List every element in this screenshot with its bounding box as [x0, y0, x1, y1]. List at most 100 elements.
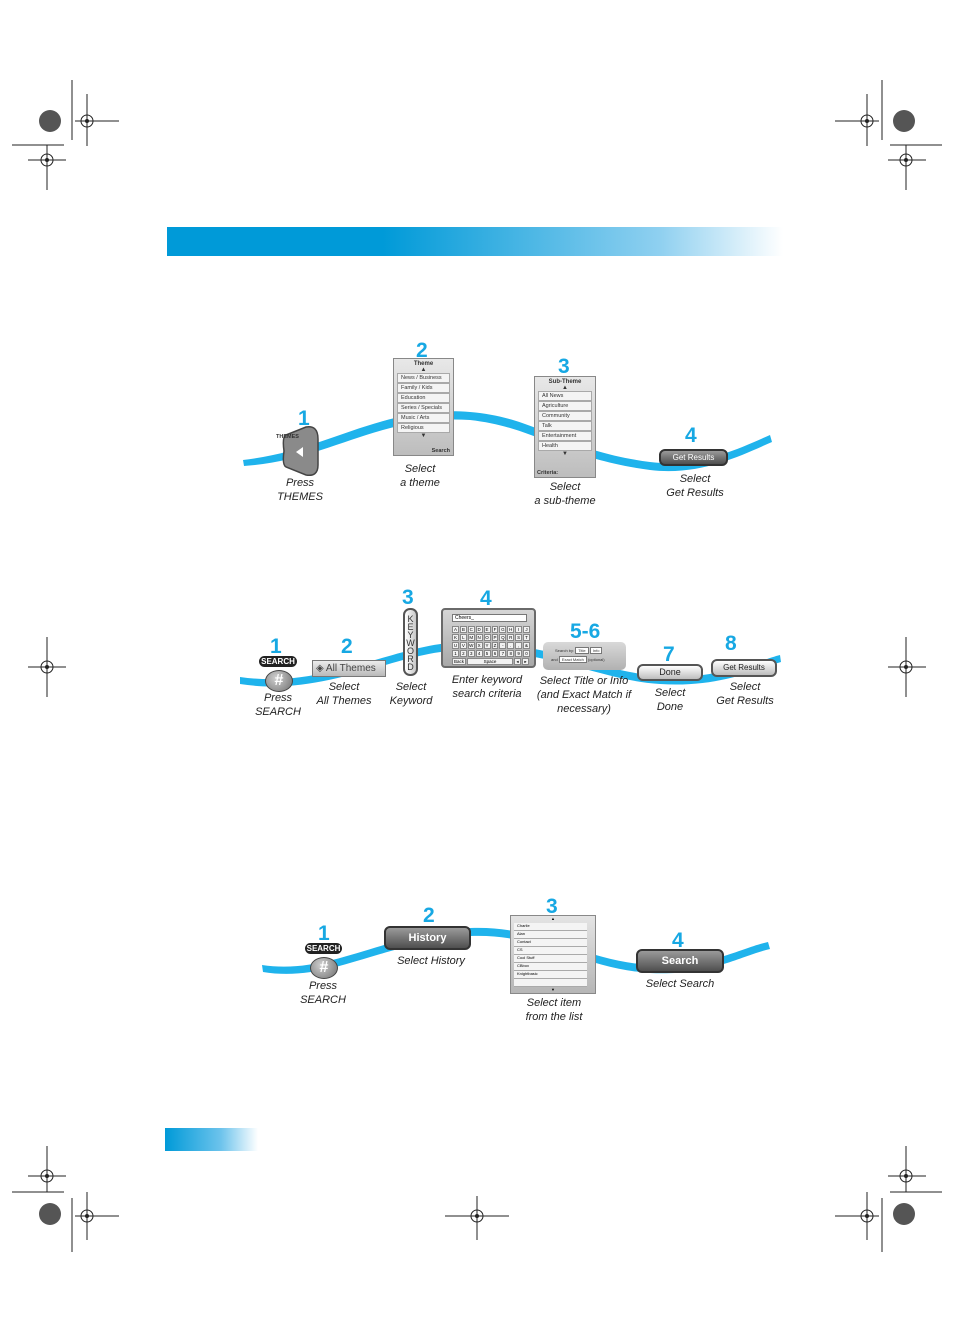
- theme-menu-footer: Search: [431, 448, 450, 454]
- optional-label: (optional): [587, 657, 605, 662]
- keyboard-key[interactable]: V: [459, 642, 467, 649]
- all-themes-button[interactable]: ◈ All Themes: [312, 660, 386, 677]
- themes-button[interactable]: [282, 425, 320, 477]
- history-list-item[interactable]: Cool Stuff: [514, 955, 587, 963]
- keyboard-key[interactable]: .: [507, 642, 515, 649]
- hash-key-icon[interactable]: #: [265, 670, 293, 692]
- keyboard-key[interactable]: 0: [523, 650, 530, 657]
- scroll-down-icon[interactable]: ▼: [420, 433, 427, 439]
- keyword-button[interactable]: K E Y W O R D: [403, 608, 418, 676]
- keyboard-key[interactable]: X: [475, 642, 483, 649]
- subtheme-item[interactable]: Talk: [538, 421, 592, 431]
- header-band: [167, 227, 783, 256]
- keyboard-key[interactable]: Y: [483, 642, 491, 649]
- subtheme-item[interactable]: All News: [538, 391, 592, 401]
- keyboard-key[interactable]: 7: [499, 650, 507, 657]
- step-caption: Select Get Results: [716, 681, 774, 707]
- theme-item[interactable]: Series / Specials: [397, 403, 450, 413]
- keyboard-key[interactable]: Z: [491, 642, 499, 649]
- keyboard-key[interactable]: S: [515, 634, 523, 641]
- step-number: 3: [546, 895, 558, 918]
- scroll-down-icon[interactable]: ▼: [551, 987, 555, 992]
- keyboard-key[interactable]: F: [491, 626, 499, 633]
- scroll-down-icon[interactable]: ▼: [562, 451, 568, 457]
- subtheme-item[interactable]: Health: [538, 441, 592, 451]
- hash-key-icon[interactable]: #: [310, 957, 338, 979]
- keyboard-key[interactable]: B: [459, 626, 467, 633]
- keyboard-key[interactable]: 1: [452, 650, 459, 657]
- theme-item[interactable]: Religious: [397, 423, 450, 433]
- info-option[interactable]: Info: [589, 647, 603, 654]
- back-key[interactable]: Back: [452, 658, 466, 665]
- keyword-input[interactable]: Cheers_: [452, 614, 527, 622]
- keyboard-key[interactable]: -: [499, 642, 507, 649]
- keyboard-key[interactable]: 5: [483, 650, 491, 657]
- keyboard-key[interactable]: A: [452, 626, 459, 633]
- keyboard-key[interactable]: 6: [491, 650, 499, 657]
- keyboard-key[interactable]: 2: [459, 650, 467, 657]
- keyboard-key[interactable]: K: [452, 634, 459, 641]
- keyboard-key[interactable]: 8: [507, 650, 515, 657]
- search-button[interactable]: Search: [636, 949, 724, 973]
- theme-item[interactable]: Music / Arts: [397, 413, 450, 423]
- theme-item[interactable]: Family / Kids: [397, 383, 450, 393]
- history-list-item[interactable]: Charlie: [514, 923, 587, 931]
- scroll-up-icon[interactable]: ▲: [551, 916, 555, 921]
- keyword-letter: K: [407, 614, 414, 624]
- step-caption: Select item from the list: [525, 997, 583, 1023]
- keyboard-key[interactable]: O: [483, 634, 491, 641]
- history-list-item[interactable]: Knightbasic: [514, 971, 587, 979]
- keyboard-key[interactable]: N: [475, 634, 483, 641]
- keyboard-key[interactable]: C: [467, 626, 475, 633]
- keyboard-key[interactable]: 4: [475, 650, 483, 657]
- history-list-item[interactable]: [514, 979, 587, 987]
- keyboard-key[interactable]: T: [523, 634, 530, 641]
- scroll-up-icon[interactable]: ▲: [420, 367, 427, 373]
- keyboard-key[interactable]: E: [483, 626, 491, 633]
- get-results-button[interactable]: Get Results: [711, 659, 777, 677]
- space-key[interactable]: Space: [467, 658, 513, 665]
- title-option[interactable]: Title: [575, 647, 589, 654]
- keyboard-key[interactable]: U: [452, 642, 459, 649]
- step-number: 4: [480, 587, 492, 610]
- history-list-item[interactable]: Alan: [514, 931, 587, 939]
- theme-item[interactable]: Education: [397, 393, 450, 403]
- keyboard-key[interactable]: Q: [499, 634, 507, 641]
- keyboard-key[interactable]: 3: [467, 650, 475, 657]
- history-list-item[interactable]: CBbox: [514, 963, 587, 971]
- keyboard-key[interactable]: 9: [515, 650, 523, 657]
- theme-item[interactable]: News / Business: [397, 373, 450, 383]
- keyboard-key[interactable]: H: [507, 626, 515, 633]
- theme-menu: Theme ▲ News / Business Family / Kids Ed…: [393, 358, 454, 456]
- subtheme-item[interactable]: Entertainment: [538, 431, 592, 441]
- keyboard-key[interactable]: W: [467, 642, 475, 649]
- step-caption: Select All Themes: [316, 681, 372, 707]
- keyboard-key[interactable]: D: [475, 626, 483, 633]
- keyboard-key[interactable]: R: [507, 634, 515, 641]
- history-button[interactable]: History: [384, 926, 471, 950]
- scroll-up-icon[interactable]: ▲: [562, 385, 568, 391]
- subtheme-item[interactable]: Agriculture: [538, 401, 592, 411]
- keyboard-key[interactable]: L: [459, 634, 467, 641]
- keyboard-key[interactable]: J: [523, 626, 530, 633]
- keyword-letter: Y: [407, 630, 414, 640]
- keyboard-key[interactable]: M: [467, 634, 475, 641]
- arrow-left-icon[interactable]: ◂: [514, 658, 521, 665]
- keyboard-key[interactable]: I: [515, 626, 523, 633]
- arrow-right-icon[interactable]: ▸: [522, 658, 529, 665]
- history-list-item[interactable]: CS: [514, 947, 587, 955]
- keyboard-key[interactable]: P: [491, 634, 499, 641]
- exact-match-option[interactable]: Exact Match: [558, 656, 587, 663]
- step-number: 3: [402, 586, 414, 609]
- keyboard-key[interactable]: &: [523, 642, 530, 649]
- get-results-button[interactable]: Get Results: [659, 449, 728, 466]
- search-options-panel: Search by: Title Info and Exact Match (o…: [543, 642, 626, 670]
- done-button[interactable]: Done: [637, 664, 703, 681]
- keyboard-key[interactable]: ,: [515, 642, 523, 649]
- history-list-item[interactable]: Contact: [514, 939, 587, 947]
- theme-menu-title: Theme: [413, 361, 434, 367]
- step-number: 3: [558, 355, 570, 378]
- keyboard-key[interactable]: G: [499, 626, 507, 633]
- subtheme-item[interactable]: Community: [538, 411, 592, 421]
